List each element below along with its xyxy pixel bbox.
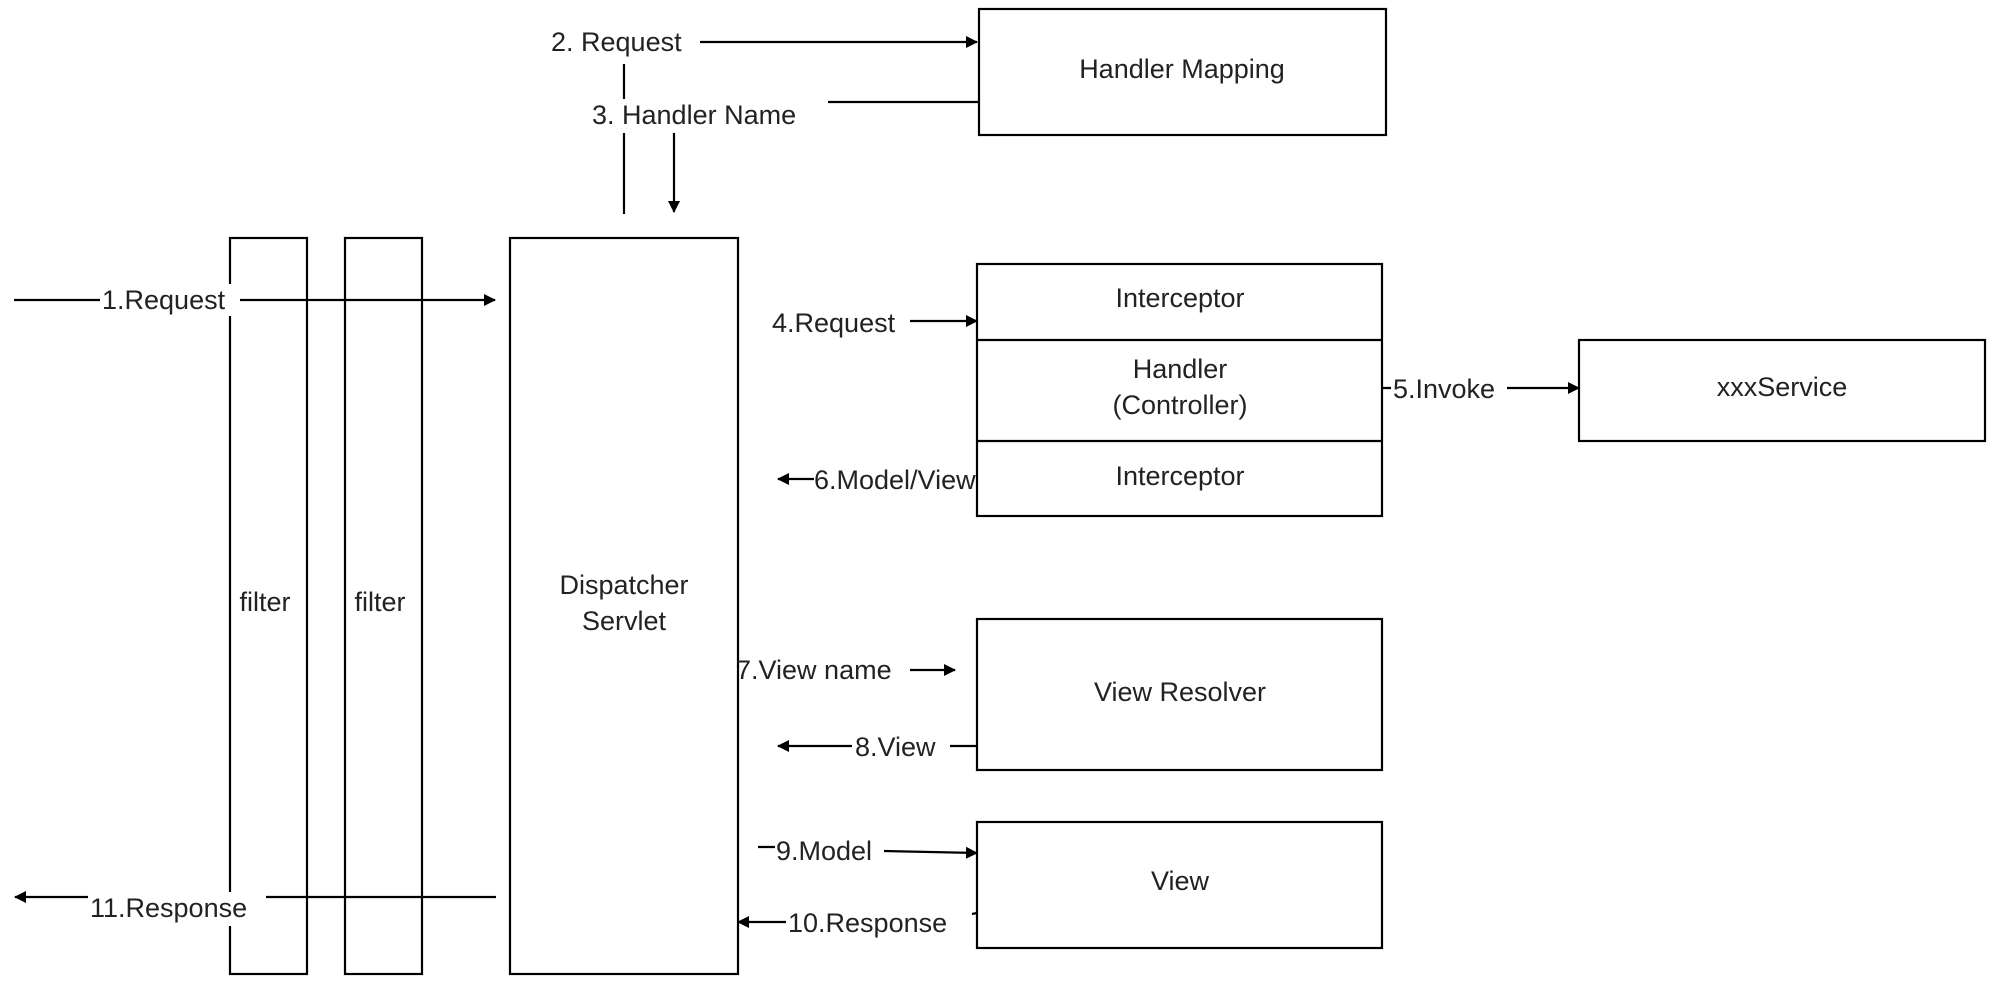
step9-label: 9.Model <box>776 836 872 866</box>
handler-mapping-box <box>977 7 1388 137</box>
step8-label: 8.View <box>855 732 936 762</box>
interceptor-bottom-label: Interceptor <box>1115 461 1244 491</box>
step1-label: 1.Request <box>102 285 226 315</box>
xxx-service-box <box>1577 338 1987 443</box>
interceptor-top-label: Interceptor <box>1115 283 1244 313</box>
dispatcher-servlet-box <box>508 236 740 976</box>
filter-box-2 <box>343 236 424 976</box>
view-box <box>975 820 1384 950</box>
handler-mapping-label: Handler Mapping <box>1079 54 1285 84</box>
view-resolver-label: View Resolver <box>1094 677 1266 707</box>
step3-label: 3. Handler Name <box>592 100 796 130</box>
step9-arrow <box>883 846 978 859</box>
filter-label-2: filter <box>354 587 405 617</box>
step11-label: 11.Response <box>90 893 247 923</box>
dispatcher-label-line2: Servlet <box>582 606 667 636</box>
step4-label: 4.Request <box>772 308 896 338</box>
xxx-service-label: xxxService <box>1717 372 1848 402</box>
step7-label: 7.View name <box>736 655 892 685</box>
handler-label-line1: Handler <box>1133 354 1228 384</box>
step11-label-bg <box>88 892 266 926</box>
step2-label-bg <box>548 26 700 60</box>
step10-label: 10.Response <box>788 908 947 938</box>
filter-label-1: filter <box>239 587 290 617</box>
view-resolver-box <box>975 617 1384 772</box>
step10-tail-line <box>971 911 978 916</box>
view-label: View <box>1151 866 1210 896</box>
step8-label-bg <box>852 730 950 762</box>
step5-label-bg <box>1391 372 1507 404</box>
step6-label: 6.Model/View <box>814 465 976 495</box>
filter-box-1 <box>228 236 309 976</box>
step3-label-bg <box>590 99 828 133</box>
handler-stack-box <box>975 262 1384 518</box>
handler-label-line2: (Controller) <box>1112 390 1247 420</box>
dispatcher-label-line1: Dispatcher <box>559 570 688 600</box>
step2-label: 2. Request <box>551 27 682 57</box>
step1-label-bg <box>100 284 240 316</box>
step5-label: 5.Invoke <box>1393 374 1495 404</box>
